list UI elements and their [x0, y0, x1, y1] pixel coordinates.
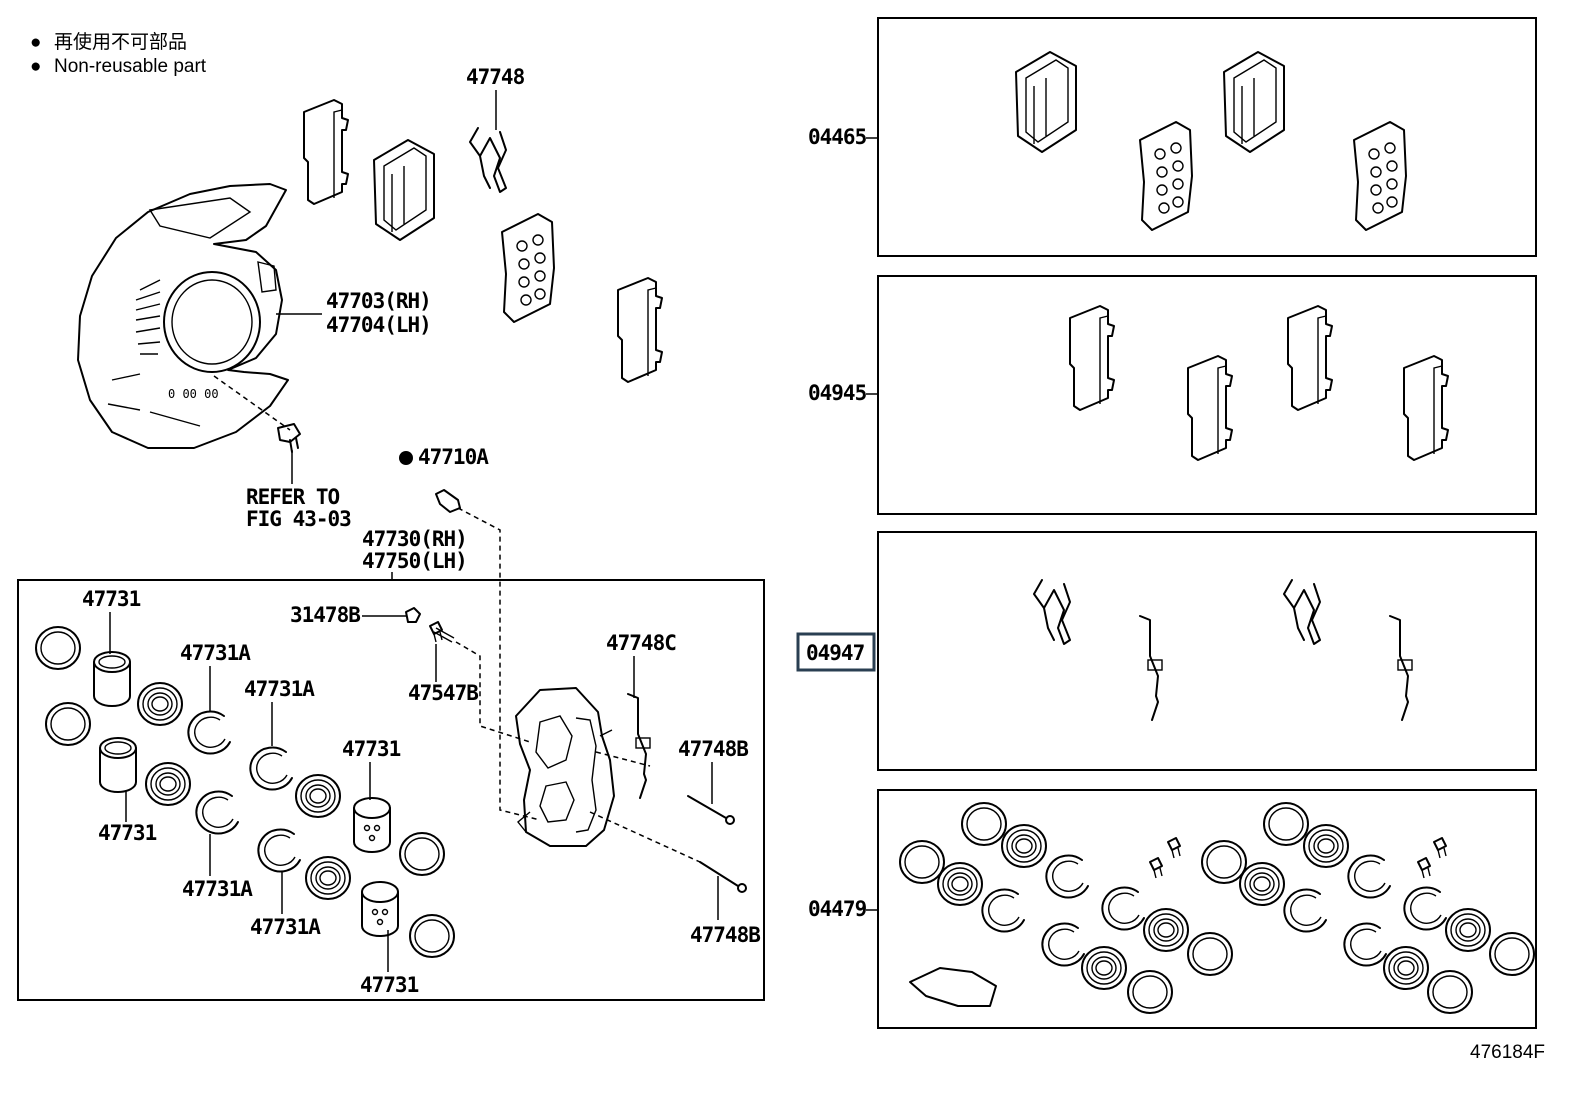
anti-squeal-shim-drawing: [303, 99, 349, 205]
kit-04945-label: 04945: [808, 381, 867, 405]
figure-code: 476184F: [1470, 1042, 1545, 1063]
label-47731A-b: 47731A: [182, 877, 253, 901]
seal-ring-drawing: [399, 832, 445, 876]
caliper-body-drawing: [515, 687, 615, 847]
anti-rattle-spring-drawing: [1139, 615, 1163, 721]
non-reusable-bullet-icon: [399, 451, 413, 465]
seal-kit-parts-drawing: [899, 802, 1535, 1014]
kit-04465-frame: [877, 17, 1537, 257]
anti-rattle-spring-drawing: [1389, 615, 1413, 721]
brake-pad-drawing: [1015, 51, 1077, 153]
label-47731-d: 47731: [360, 973, 419, 997]
label-47731-a: 47731: [82, 587, 141, 611]
kit-04465-label: 04465: [808, 125, 867, 149]
brake-pad-drawing: [1223, 51, 1285, 153]
bleeder-cap-drawing: [405, 607, 421, 623]
dust-boot-drawing: [137, 682, 183, 726]
label-47748C: 47748C: [606, 631, 676, 655]
label-fig-43-03: FIG 43-03: [246, 507, 351, 531]
pad-pin-drawing: [699, 861, 747, 893]
seal-ring-drawing: [45, 702, 91, 746]
label-47750: 47750(LH): [362, 549, 467, 573]
label-47731A-a: 47731A: [180, 641, 251, 665]
brake-pad-back-drawing: [1353, 121, 1407, 231]
legend-bullet-icon: ●: [30, 56, 41, 77]
label-47731A-c: 47731A: [244, 677, 315, 701]
label-47731-b: 47731: [98, 821, 157, 845]
bolt-drawing: [277, 423, 301, 453]
anti-squeal-shim-drawing: [1403, 355, 1449, 461]
piston-drawing: [93, 651, 131, 707]
caliper-assembly-frame: [17, 579, 765, 1001]
kit-04947-label: 04947: [806, 641, 865, 665]
seal-ring-drawing: [409, 914, 455, 958]
seal-ring-drawing: [35, 626, 81, 670]
label-47748B-b: 47748B: [690, 923, 760, 947]
kit-04947-highlight[interactable]: [796, 632, 876, 672]
anti-squeal-shim-drawing: [1287, 305, 1333, 411]
dust-boot-drawing: [305, 856, 351, 900]
seal-ring-drawing: [257, 828, 301, 873]
svg-text:0 00 00: 0 00 00: [168, 387, 219, 401]
brake-pad-back-drawing: [501, 213, 555, 323]
dust-shield-drawing: 0 00 00: [77, 183, 289, 449]
dust-boot-drawing: [145, 762, 191, 806]
bleeder-plug-drawing: [429, 621, 443, 643]
brake-pad-drawing: [373, 139, 435, 241]
label-47731A-d: 47731A: [250, 915, 321, 939]
pad-clip-drawing: [469, 127, 507, 193]
anti-squeal-shim-drawing: [1069, 305, 1115, 411]
label-47748B-a: 47748B: [678, 737, 748, 761]
piston-drawing: [361, 881, 399, 937]
anti-rattle-spring-drawing: [627, 693, 651, 799]
kit-04479-frame: [877, 789, 1537, 1029]
label-47710A: 47710A: [418, 445, 489, 469]
legend: ● 再使用不可部品 ● Non-reusable part: [30, 31, 207, 77]
pad-clip-drawing: [1033, 579, 1071, 645]
label-refer-to: REFER TO: [246, 485, 340, 509]
dust-boot-drawing: [295, 774, 341, 818]
pad-pin-drawing: [687, 795, 735, 825]
piston-drawing: [353, 797, 391, 853]
label-31478B: 31478B: [290, 603, 360, 627]
label-47703: 47703(RH): [326, 289, 431, 313]
legend-bullet-icon: ●: [30, 32, 41, 53]
kit-04945-frame: [877, 275, 1537, 515]
pad-clip-drawing: [1283, 579, 1321, 645]
label-47547B: 47547B: [408, 681, 478, 705]
label-47730: 47730(RH): [362, 527, 467, 551]
legend-line-english: Non-reusable part: [54, 56, 207, 77]
label-47704: 47704(LH): [326, 313, 431, 337]
anti-squeal-shim-drawing: [1187, 355, 1233, 461]
label-47748: 47748: [466, 65, 525, 89]
pin-bolt-drawing: [435, 489, 461, 513]
seal-ring-drawing: [249, 746, 293, 791]
kit-04947-frame: [877, 531, 1537, 771]
legend-line-japanese: 再使用不可部品: [54, 31, 187, 53]
kit-04479-label: 04479: [808, 897, 867, 921]
piston-drawing: [99, 737, 137, 793]
anti-squeal-shim-drawing: [617, 277, 663, 383]
label-47731-c: 47731: [342, 737, 401, 761]
seal-ring-drawing: [195, 790, 239, 835]
seal-ring-drawing: [187, 710, 231, 755]
brake-pad-back-drawing: [1139, 121, 1193, 231]
